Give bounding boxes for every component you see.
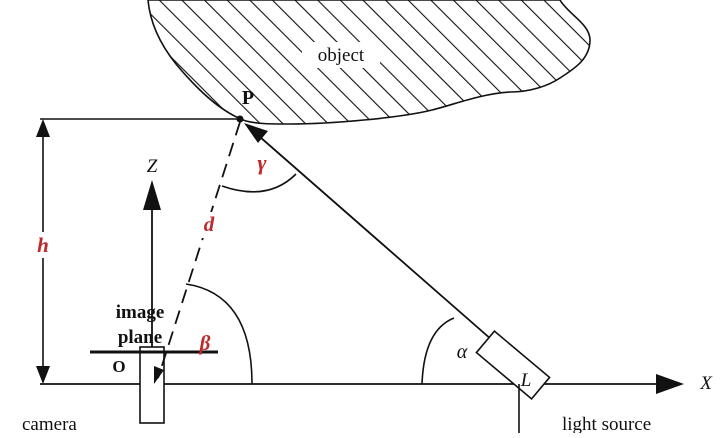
distance-arrow — [154, 366, 164, 384]
beta-label: β — [199, 331, 211, 355]
origin-label: O — [112, 357, 125, 376]
light-ray — [251, 129, 493, 341]
z-axis-arrow — [143, 180, 161, 210]
object-label-bg — [302, 42, 380, 68]
light-source-box — [475, 330, 551, 400]
camera-label: camera — [22, 414, 77, 433]
object-label: object — [318, 45, 365, 66]
x-axis-arrow — [656, 374, 684, 394]
gamma-arc — [221, 173, 297, 193]
point-p-label: P — [242, 87, 254, 109]
x-axis-label: X — [699, 373, 713, 394]
distance-dashed-line — [157, 121, 241, 379]
light-source-label: light source — [562, 414, 651, 433]
image-plane-label-line2: plane — [118, 327, 162, 348]
height-label-bg — [36, 232, 52, 258]
alpha-arc — [421, 317, 455, 385]
alpha-label: α — [457, 341, 468, 363]
height-arrow-top — [36, 119, 50, 137]
gamma-label: γ — [257, 150, 267, 175]
camera-body — [139, 346, 165, 424]
distance-label: d — [204, 212, 215, 236]
z-axis-label: Z — [147, 156, 158, 177]
distance-label-bg — [198, 212, 216, 238]
height-label: h — [37, 233, 49, 257]
image-plane-label-line1: image — [116, 302, 165, 323]
beta-arc — [185, 283, 253, 385]
light-ray-arrow — [244, 123, 268, 143]
light-source-box-label: L — [520, 370, 532, 391]
height-arrow-bottom — [36, 366, 50, 384]
